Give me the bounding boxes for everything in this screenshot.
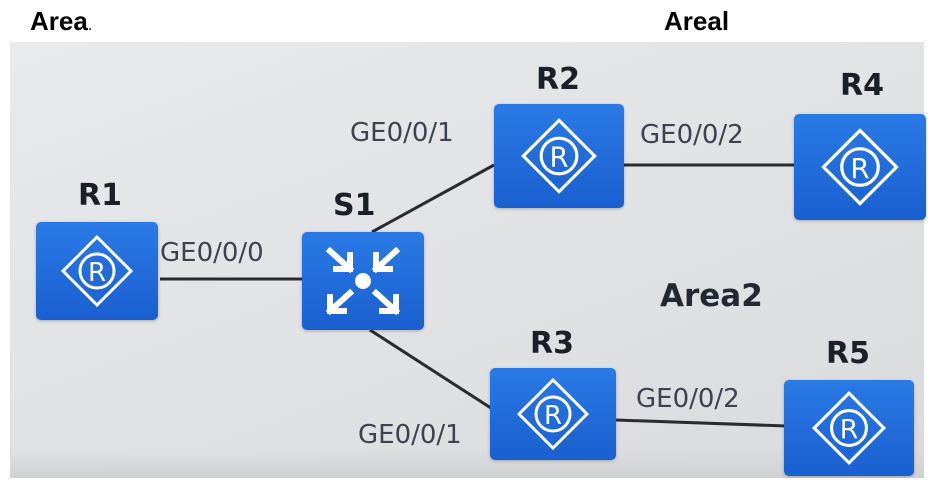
area2-label: Area2 [660,278,763,314]
svg-text:R: R [550,143,569,174]
switch-s1[interactable] [302,232,424,330]
svg-text:R: R [840,414,859,445]
port-label-r1-s1: GE0/0/0 [160,238,264,268]
router-icon: R [811,390,887,466]
switch-icon [325,246,401,316]
link-r3-r5 [615,418,787,428]
area-right-label: Areal [664,6,730,36]
router-r2[interactable]: R [494,104,624,208]
port-label-r3-r5: GE0/0/2 [636,384,740,414]
router-icon: R [821,128,899,206]
svg-text:R: R [544,401,562,431]
svg-text:R: R [850,152,869,185]
port-label-s1-r3: GE0/0/1 [358,420,462,450]
router-icon: R [60,234,134,308]
router-icon: R [521,118,597,194]
r2-label: R2 [536,62,580,97]
r5-label: R5 [826,336,870,371]
link-s1-r2 [371,163,495,234]
router-r5[interactable]: R [784,380,914,476]
router-r1[interactable]: R [36,222,158,320]
area-left-label: Area. [30,6,93,36]
port-label-s1-r2: GE0/0/1 [350,118,454,148]
r4-label: R4 [840,68,884,103]
router-r3[interactable]: R [490,368,616,460]
link-s1-r3 [369,328,495,412]
router-icon: R [516,377,590,451]
r1-label: R1 [78,178,122,213]
r3-label: R3 [530,326,574,361]
svg-text:R: R [88,258,106,288]
port-label-r2-r4: GE0/0/2 [640,120,744,150]
router-r4[interactable]: R [794,114,926,220]
s1-label: S1 [333,188,376,223]
topology-photo [10,42,924,478]
